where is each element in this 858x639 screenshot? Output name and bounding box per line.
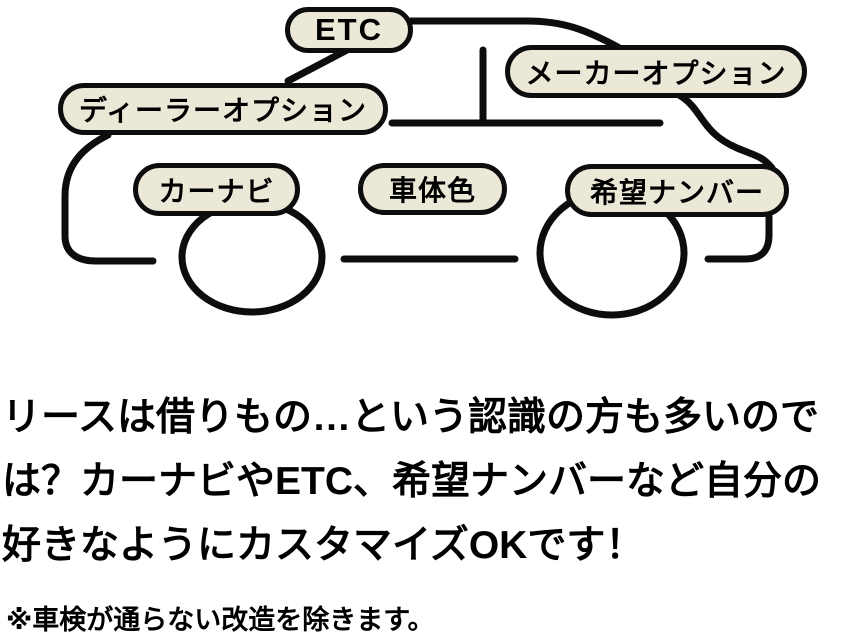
badge-etc: ETC <box>285 7 413 53</box>
description-line-1: リースは借りもの…という認識の方も多いので <box>2 396 820 439</box>
rear-body-curve <box>675 91 776 172</box>
description-text: リースは借りもの…という認識の方も多いので は？カーナビやETC、希望ナンバーな… <box>2 386 856 578</box>
footnote: ※車検が通らない改造を除きます。 <box>6 605 435 635</box>
windshield-line <box>284 46 351 85</box>
description-line-3: 好きなようにカスタマイズOKです！ <box>2 524 645 567</box>
badge-body-color: 車体色 <box>358 163 507 215</box>
front-body-curve <box>61 131 157 265</box>
badge-car-navi: カーナビ <box>133 163 300 216</box>
description-line-2: は？カーナビやETC、希望ナンバーなど自分の <box>2 460 822 503</box>
badge-maker-option: メーカーオプション <box>505 45 807 98</box>
underbody-rear-line <box>704 212 773 263</box>
badge-dealer-option: ディーラーオプション <box>58 83 388 135</box>
front-wheel <box>178 198 326 316</box>
roof-line <box>407 17 627 54</box>
badge-desired-number: 希望ナンバー <box>565 164 789 217</box>
